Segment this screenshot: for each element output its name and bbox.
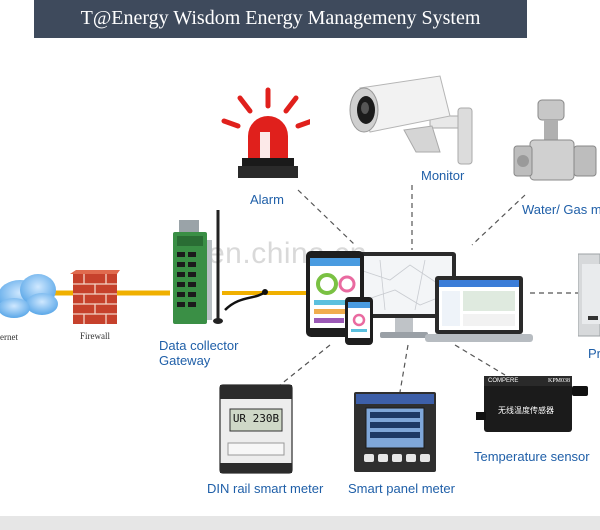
temperature-sensor-label: Temperature sensor bbox=[474, 449, 590, 464]
water-gas-meter-label: Water/ Gas m bbox=[522, 202, 600, 217]
din-rail-meter-icon bbox=[219, 384, 293, 474]
cctv-camera-icon bbox=[349, 75, 473, 165]
cabinet-label: Pr bbox=[588, 346, 600, 361]
alarm-label: Alarm bbox=[250, 192, 284, 207]
panel-meter-icon bbox=[354, 392, 436, 472]
din-meter-label: DIN rail smart meter bbox=[207, 481, 324, 496]
sensor-name: 无线温度传感器 bbox=[498, 406, 554, 415]
firewall-icon bbox=[70, 270, 120, 324]
title-bar: T@Energy Wisdom Energy Managemeny System bbox=[34, 0, 527, 38]
flow-meter-icon bbox=[513, 99, 597, 181]
sensor-brand: COMPERE bbox=[488, 378, 519, 384]
din-meter-display: UR 230B bbox=[232, 412, 280, 425]
laptop-icon bbox=[425, 276, 533, 342]
monitor-label: Monitor bbox=[421, 168, 465, 183]
internet-label: ernet bbox=[0, 332, 18, 342]
sensor-model: KPM038 bbox=[548, 378, 571, 384]
cabinet-icon bbox=[578, 253, 600, 337]
flow-meter-link bbox=[471, 194, 526, 246]
panel-meter-link bbox=[399, 344, 409, 393]
page-title: T@Energy Wisdom Energy Managemeny System bbox=[80, 7, 481, 29]
temperature-sensor-icon bbox=[476, 376, 588, 432]
alarm-link bbox=[297, 189, 356, 246]
phone-icon bbox=[345, 297, 373, 345]
gateway-icon bbox=[173, 210, 268, 324]
bottom-strip bbox=[0, 516, 600, 530]
panel-meter-label: Smart panel meter bbox=[348, 481, 455, 496]
alarm-light-icon bbox=[221, 87, 310, 178]
gateway-label: Data collector Gateway bbox=[159, 338, 239, 368]
firewall-label: Firewall bbox=[80, 331, 110, 341]
din-meter-link bbox=[279, 344, 331, 386]
sensor-link bbox=[454, 344, 506, 376]
cloud-icon bbox=[0, 274, 58, 318]
